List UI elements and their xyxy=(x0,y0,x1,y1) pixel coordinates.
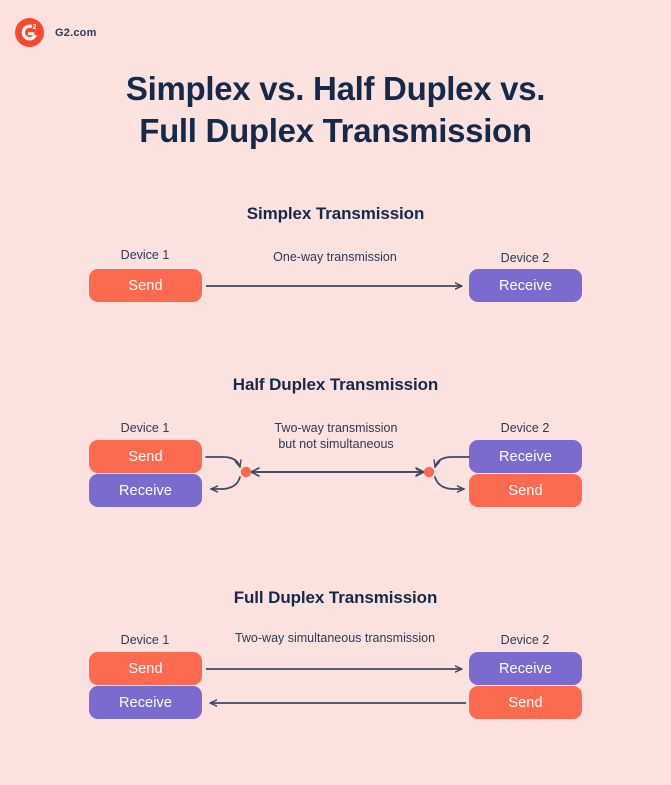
connector-arrows-full-duplex xyxy=(206,633,466,743)
section-half-duplex: Half Duplex Transmission Device 1 Device… xyxy=(0,375,671,531)
node-device2-send-full-duplex[interactable]: Send xyxy=(469,686,582,719)
flow-label-simplex: One-way transmission xyxy=(273,250,397,264)
node-device1-send-full-duplex[interactable]: Send xyxy=(89,652,202,685)
diagram-half-duplex: Device 1 Device 2 Send Receive Receive S… xyxy=(0,421,671,531)
section-title-full-duplex: Full Duplex Transmission xyxy=(233,588,438,607)
section-title-simplex: Simplex Transmission xyxy=(246,204,425,223)
svg-text:2: 2 xyxy=(32,24,36,31)
node-device2-send-half-duplex[interactable]: Send xyxy=(469,474,582,507)
device2-label-full-duplex: Device 2 xyxy=(500,633,550,647)
device1-label-simplex: Device 1 xyxy=(120,248,170,262)
node-device2-receive-half-duplex[interactable]: Receive xyxy=(469,440,582,473)
section-full-duplex: Full Duplex Transmission Device 1 Device… xyxy=(0,588,671,743)
node-device1-receive-half-duplex[interactable]: Receive xyxy=(89,474,202,507)
device1-label-half-duplex: Device 1 xyxy=(120,421,170,435)
connector-arrows-half-duplex xyxy=(205,456,470,531)
page-title: Simplex vs. Half Duplex vs. Full Duplex … xyxy=(125,70,546,149)
node-device2-receive-simplex[interactable]: Receive xyxy=(469,269,582,302)
brand-header: 2 G2.com xyxy=(15,18,97,47)
diagram-simplex: Device 1 Device 2 Send Receive One-way t… xyxy=(0,248,671,338)
section-simplex: Simplex Transmission Device 1 Device 2 S… xyxy=(0,204,671,338)
node-device1-send-simplex[interactable]: Send xyxy=(89,269,202,302)
node-device1-receive-full-duplex[interactable]: Receive xyxy=(89,686,202,719)
flow-label-half-duplex: Two-way transmission but not simultaneou… xyxy=(274,421,398,451)
device2-label-simplex: Device 2 xyxy=(500,251,550,265)
device1-label-full-duplex: Device 1 xyxy=(120,633,170,647)
diagram-full-duplex: Device 1 Device 2 Send Receive Receive S… xyxy=(0,631,671,743)
connector-arrows-simplex xyxy=(206,248,671,338)
flow-label-full-duplex: Two-way simultaneous transmission xyxy=(234,631,436,645)
node-device1-send-half-duplex[interactable]: Send xyxy=(89,440,202,473)
hub-dot-right xyxy=(423,466,435,478)
node-device2-receive-full-duplex[interactable]: Receive xyxy=(469,652,582,685)
hub-dot-left xyxy=(240,466,252,478)
device2-label-half-duplex: Device 2 xyxy=(500,421,550,435)
g2-logo-icon: 2 xyxy=(15,18,44,47)
section-title-half-duplex: Half Duplex Transmission xyxy=(232,375,439,394)
brand-name: G2.com xyxy=(55,26,97,39)
